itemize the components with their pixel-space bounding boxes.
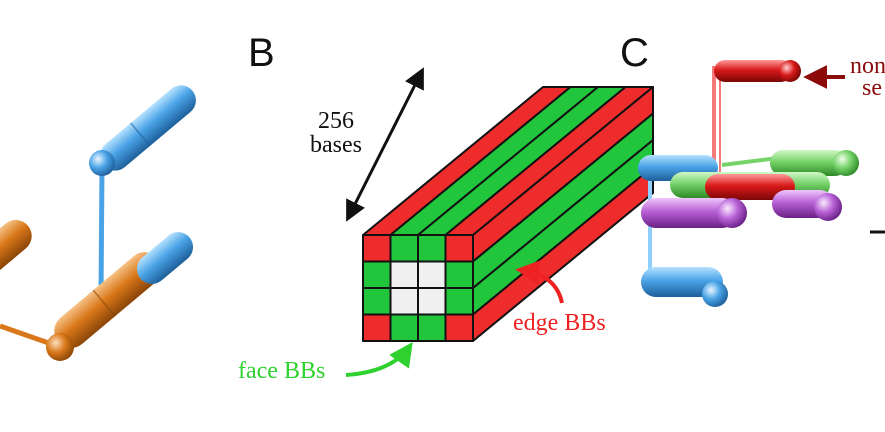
bundle-cell-core	[389, 287, 419, 316]
orange-helix-front	[54, 252, 162, 348]
bundle-cell-core	[417, 260, 447, 289]
bundle-right-face	[472, 86, 654, 342]
blue-helix-lower	[136, 232, 194, 284]
bundle-cell-core	[389, 260, 419, 289]
bundle-cell-face	[444, 287, 474, 316]
bundle-cell-face	[417, 234, 447, 263]
panel-c-letter: C	[620, 31, 649, 75]
blue-connector-vertical	[98, 164, 105, 297]
bundle-cell-edge	[444, 234, 474, 263]
green-connector	[721, 156, 779, 167]
orange-helix-end	[46, 333, 74, 361]
bundle-cell-face	[362, 287, 392, 316]
bundle-cell-face	[417, 313, 447, 342]
face-bbs-arrow	[345, 342, 413, 377]
red-helix-top	[714, 60, 801, 82]
edge-bbs-arrow	[515, 260, 564, 304]
bundle-cell-face	[389, 234, 419, 263]
green-helix	[770, 150, 859, 176]
length-unit: bases	[310, 132, 362, 158]
length-arrow	[346, 67, 424, 222]
blue-helix-upper	[100, 85, 196, 171]
panel-a	[0, 85, 196, 361]
panel-b-letter: B	[248, 31, 275, 75]
partial-label-bottom: se	[862, 75, 882, 101]
bundle-front-face	[362, 234, 474, 342]
blue-helix-c-lower	[641, 267, 728, 307]
panel-c: C	[620, 31, 885, 307]
face-bbs-label: face BBs	[238, 358, 325, 384]
orange-helix-left	[0, 220, 32, 277]
purple-helix	[641, 198, 747, 228]
blue-helix-upper-end	[89, 150, 115, 176]
center-helix	[670, 172, 842, 221]
panel-b: B 256 bases face BBs edge BBs	[238, 31, 654, 384]
bundle-cell-face	[362, 260, 392, 289]
bundle-cell-edge	[362, 234, 392, 263]
bundle-cell-core	[417, 287, 447, 316]
bundle-cell-edge	[444, 313, 474, 342]
edge-bbs-label: edge BBs	[513, 310, 606, 336]
length-value: 256	[318, 108, 354, 134]
bundle-cell-edge	[362, 313, 392, 342]
bundle-cell-face	[444, 260, 474, 289]
partial-label-top: non	[850, 53, 885, 79]
bundle-cell-face	[389, 313, 419, 342]
